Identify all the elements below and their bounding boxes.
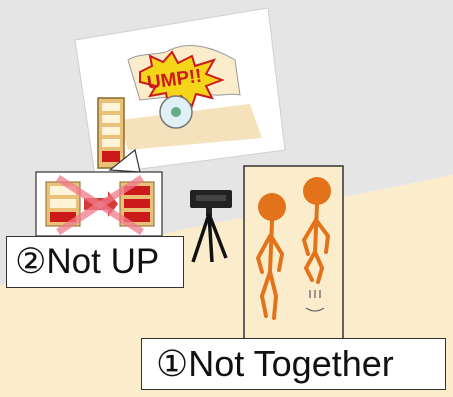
label-not-together: ①Not Together: [141, 338, 446, 390]
label-not-up: ②Not UP: [6, 236, 184, 288]
ladder-gauge-icon: [98, 98, 124, 168]
label-not-together-text: ①Not Together: [156, 343, 394, 385]
label-not-up-text: ②Not UP: [15, 242, 159, 282]
